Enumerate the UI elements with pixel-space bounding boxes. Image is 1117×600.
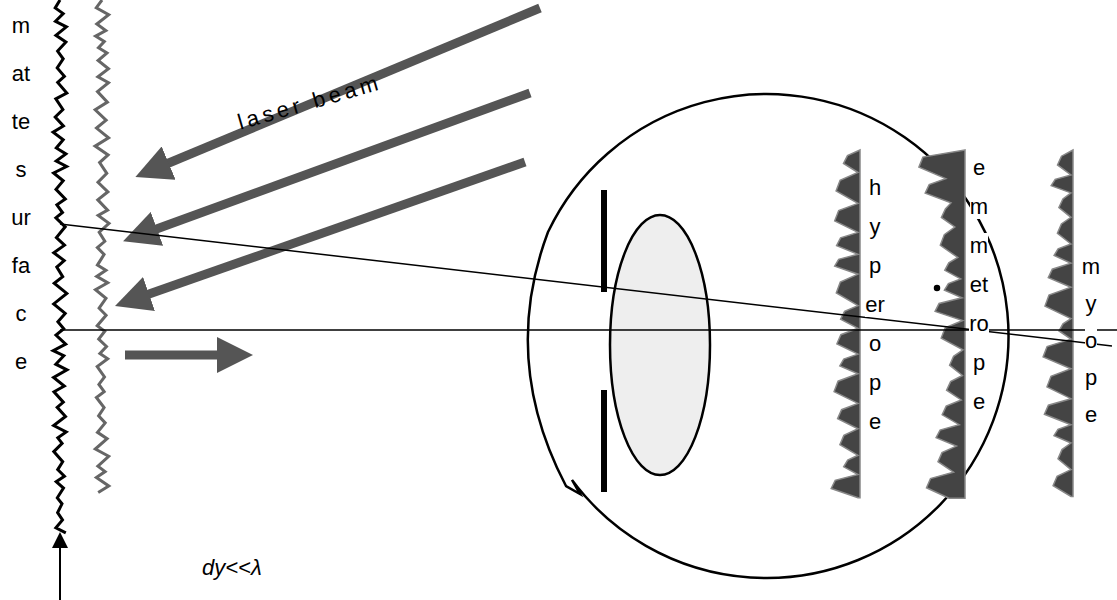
surface-line xyxy=(53,0,67,533)
label-text: hyperope xyxy=(865,175,885,434)
surface-label: matte surface xyxy=(10,2,32,386)
retina-profile xyxy=(1043,150,1073,496)
eye-type-label: myope xyxy=(1080,248,1102,433)
retina-profiles xyxy=(831,150,1073,498)
matte-surface xyxy=(53,0,109,533)
dimension-label: dy<<λ xyxy=(200,555,264,581)
label-text: matte surface xyxy=(11,13,31,374)
beam-label: laser beam xyxy=(233,69,387,136)
eye xyxy=(528,94,1009,578)
surface-line xyxy=(95,0,109,493)
label-text: myope xyxy=(1082,254,1100,427)
rays xyxy=(60,224,1117,346)
retina-profile xyxy=(831,150,860,498)
eye-type-label: hyperope xyxy=(864,168,886,441)
label-text: emmetrope xyxy=(969,155,989,414)
dy-arrow xyxy=(60,540,61,600)
laser-beam-arrows xyxy=(125,8,540,355)
eye-type-label: emmetrope xyxy=(968,148,990,421)
